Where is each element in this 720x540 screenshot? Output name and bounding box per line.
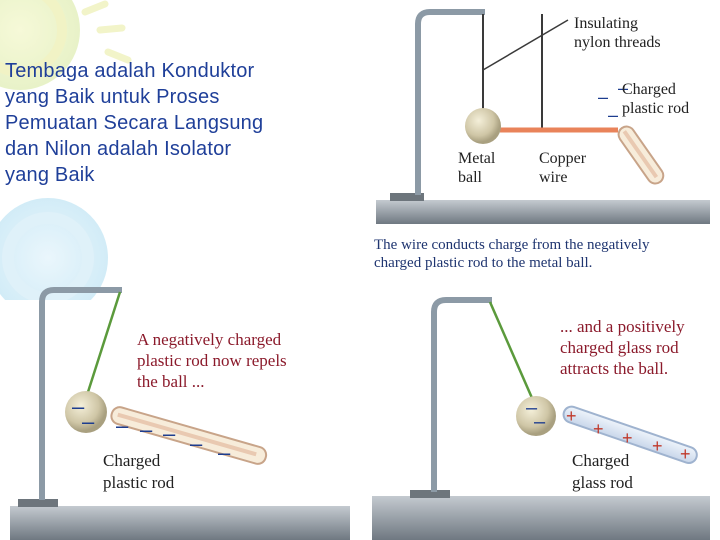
positive-charge-symbol: + (680, 444, 691, 464)
negative-charge-symbol: – (140, 417, 153, 442)
stand-pole (39, 287, 122, 500)
metal-ball (516, 396, 556, 436)
nylon-thread (86, 291, 122, 393)
figure-attract: – – + + + + + (372, 297, 710, 540)
negative-charge-symbol: – (598, 87, 608, 107)
negative-charge-symbol: – (608, 105, 618, 125)
negative-charge-symbol: – (72, 394, 85, 419)
stand-base (372, 496, 710, 540)
annotation-attract: ... and a positively charged glass rod a… (560, 317, 685, 378)
negative-charge-symbol: – (526, 397, 538, 419)
label-insulating-threads: Insulating nylon threads (574, 15, 661, 51)
label-copper-wire: Copper wire (539, 150, 587, 186)
positive-charge-symbol: + (566, 406, 577, 426)
stand-foot (18, 499, 58, 507)
stand-base (10, 506, 350, 540)
figure-copper-conduction: – – – (376, 9, 710, 224)
negative-charge-symbol: – (218, 440, 231, 465)
negative-charge-symbol: – (534, 411, 546, 433)
stand-pole (415, 9, 485, 195)
negative-charge-symbol: – (163, 421, 176, 446)
thread-pointer-line (482, 19, 569, 71)
metal-ball (465, 108, 501, 144)
charged-plastic-rod (110, 406, 268, 465)
negative-charge-symbol: – (618, 78, 628, 98)
annotation-repel: A negatively charged plastic rod now rep… (137, 330, 287, 391)
slide-caption: Tembaga adalah Konduktor yang Baik untuk… (5, 60, 264, 186)
nylon-thread (488, 301, 534, 399)
stand-base (376, 200, 710, 224)
negative-charge-symbol: – (82, 409, 95, 434)
figure-top-caption: The wire conducts charge from the negati… (374, 237, 650, 271)
stand-foot (390, 193, 424, 201)
stand-pole (431, 297, 492, 492)
label-charged-glass-rod: Charged glass rod (572, 451, 633, 492)
charged-glass-rod (562, 405, 698, 464)
positive-charge-symbol: + (652, 436, 663, 456)
negative-charge-symbol: – (116, 413, 129, 438)
stand-foot (410, 490, 450, 498)
background-decoration (0, 0, 132, 300)
metal-ball (65, 391, 107, 433)
figure-repel: – – – – – – – (10, 287, 350, 540)
positive-charge-symbol: + (593, 419, 604, 439)
label-metal-ball: Metal ball (458, 150, 496, 186)
negative-charge-symbol: – (190, 431, 203, 456)
charged-plastic-rod (617, 125, 665, 185)
positive-charge-symbol: + (622, 428, 633, 448)
label-charged-plastic-rod-bottom: Charged plastic rod (103, 451, 175, 492)
label-charged-plastic-rod-top: Charged plastic rod (622, 81, 690, 117)
